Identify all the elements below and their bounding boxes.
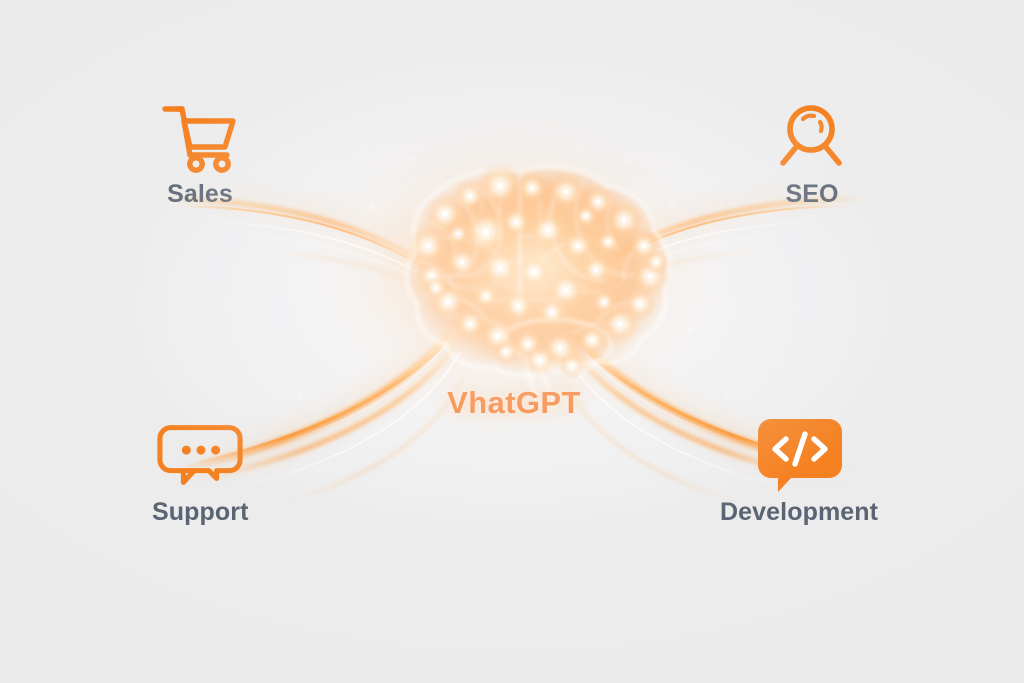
node-development-label: Development	[720, 498, 879, 526]
brand-label: VhatGPT	[447, 385, 581, 420]
neural-brain	[366, 160, 671, 410]
node-development[interactable]: Development	[720, 416, 878, 525]
node-support[interactable]: Support	[152, 416, 249, 525]
magnifying-glass-icon[interactable]	[768, 98, 854, 176]
node-support-label: Support	[152, 498, 249, 526]
connector-support	[178, 326, 467, 501]
node-seo[interactable]: SEO	[768, 98, 854, 207]
chat-bubble-dots-icon[interactable]	[157, 416, 243, 494]
node-sales[interactable]: Sales	[157, 98, 243, 207]
neuron-nodes	[407, 162, 671, 380]
node-seo-label: SEO	[785, 180, 839, 208]
code-bubble-icon[interactable]	[757, 416, 843, 494]
shopping-cart-icon[interactable]	[157, 98, 243, 176]
node-sales-label: Sales	[167, 180, 233, 208]
